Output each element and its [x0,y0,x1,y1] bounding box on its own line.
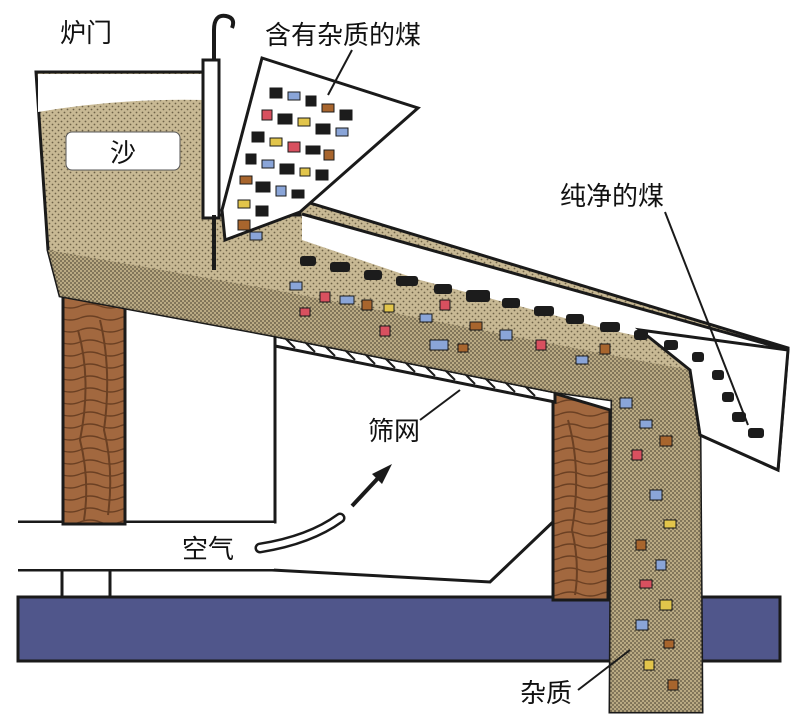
screen-leader [419,389,461,421]
impurities-leader [577,649,631,691]
sand-window [65,131,181,171]
impurity-particles [289,281,679,691]
pure-coal-particles [300,256,764,438]
impure-coal-leader [327,49,353,96]
impure-coal-particles [237,87,353,241]
impure-coal-label: 含有杂质的煤 [265,21,421,51]
furnace-door-rod [201,13,236,270]
right-wood-support [551,390,612,602]
furnace-door-label: 炉门 [60,19,112,49]
pure-coal-leader [664,211,749,426]
impurities-label: 杂质 [520,679,572,709]
air-label: 空气 [182,535,234,565]
left-wood-support [61,292,127,526]
pure-coal-label: 纯净的煤 [560,182,664,212]
screen-label: 筛网 [368,417,420,447]
air-flow-arrow [350,464,392,508]
sand-label: 沙 [110,139,136,169]
